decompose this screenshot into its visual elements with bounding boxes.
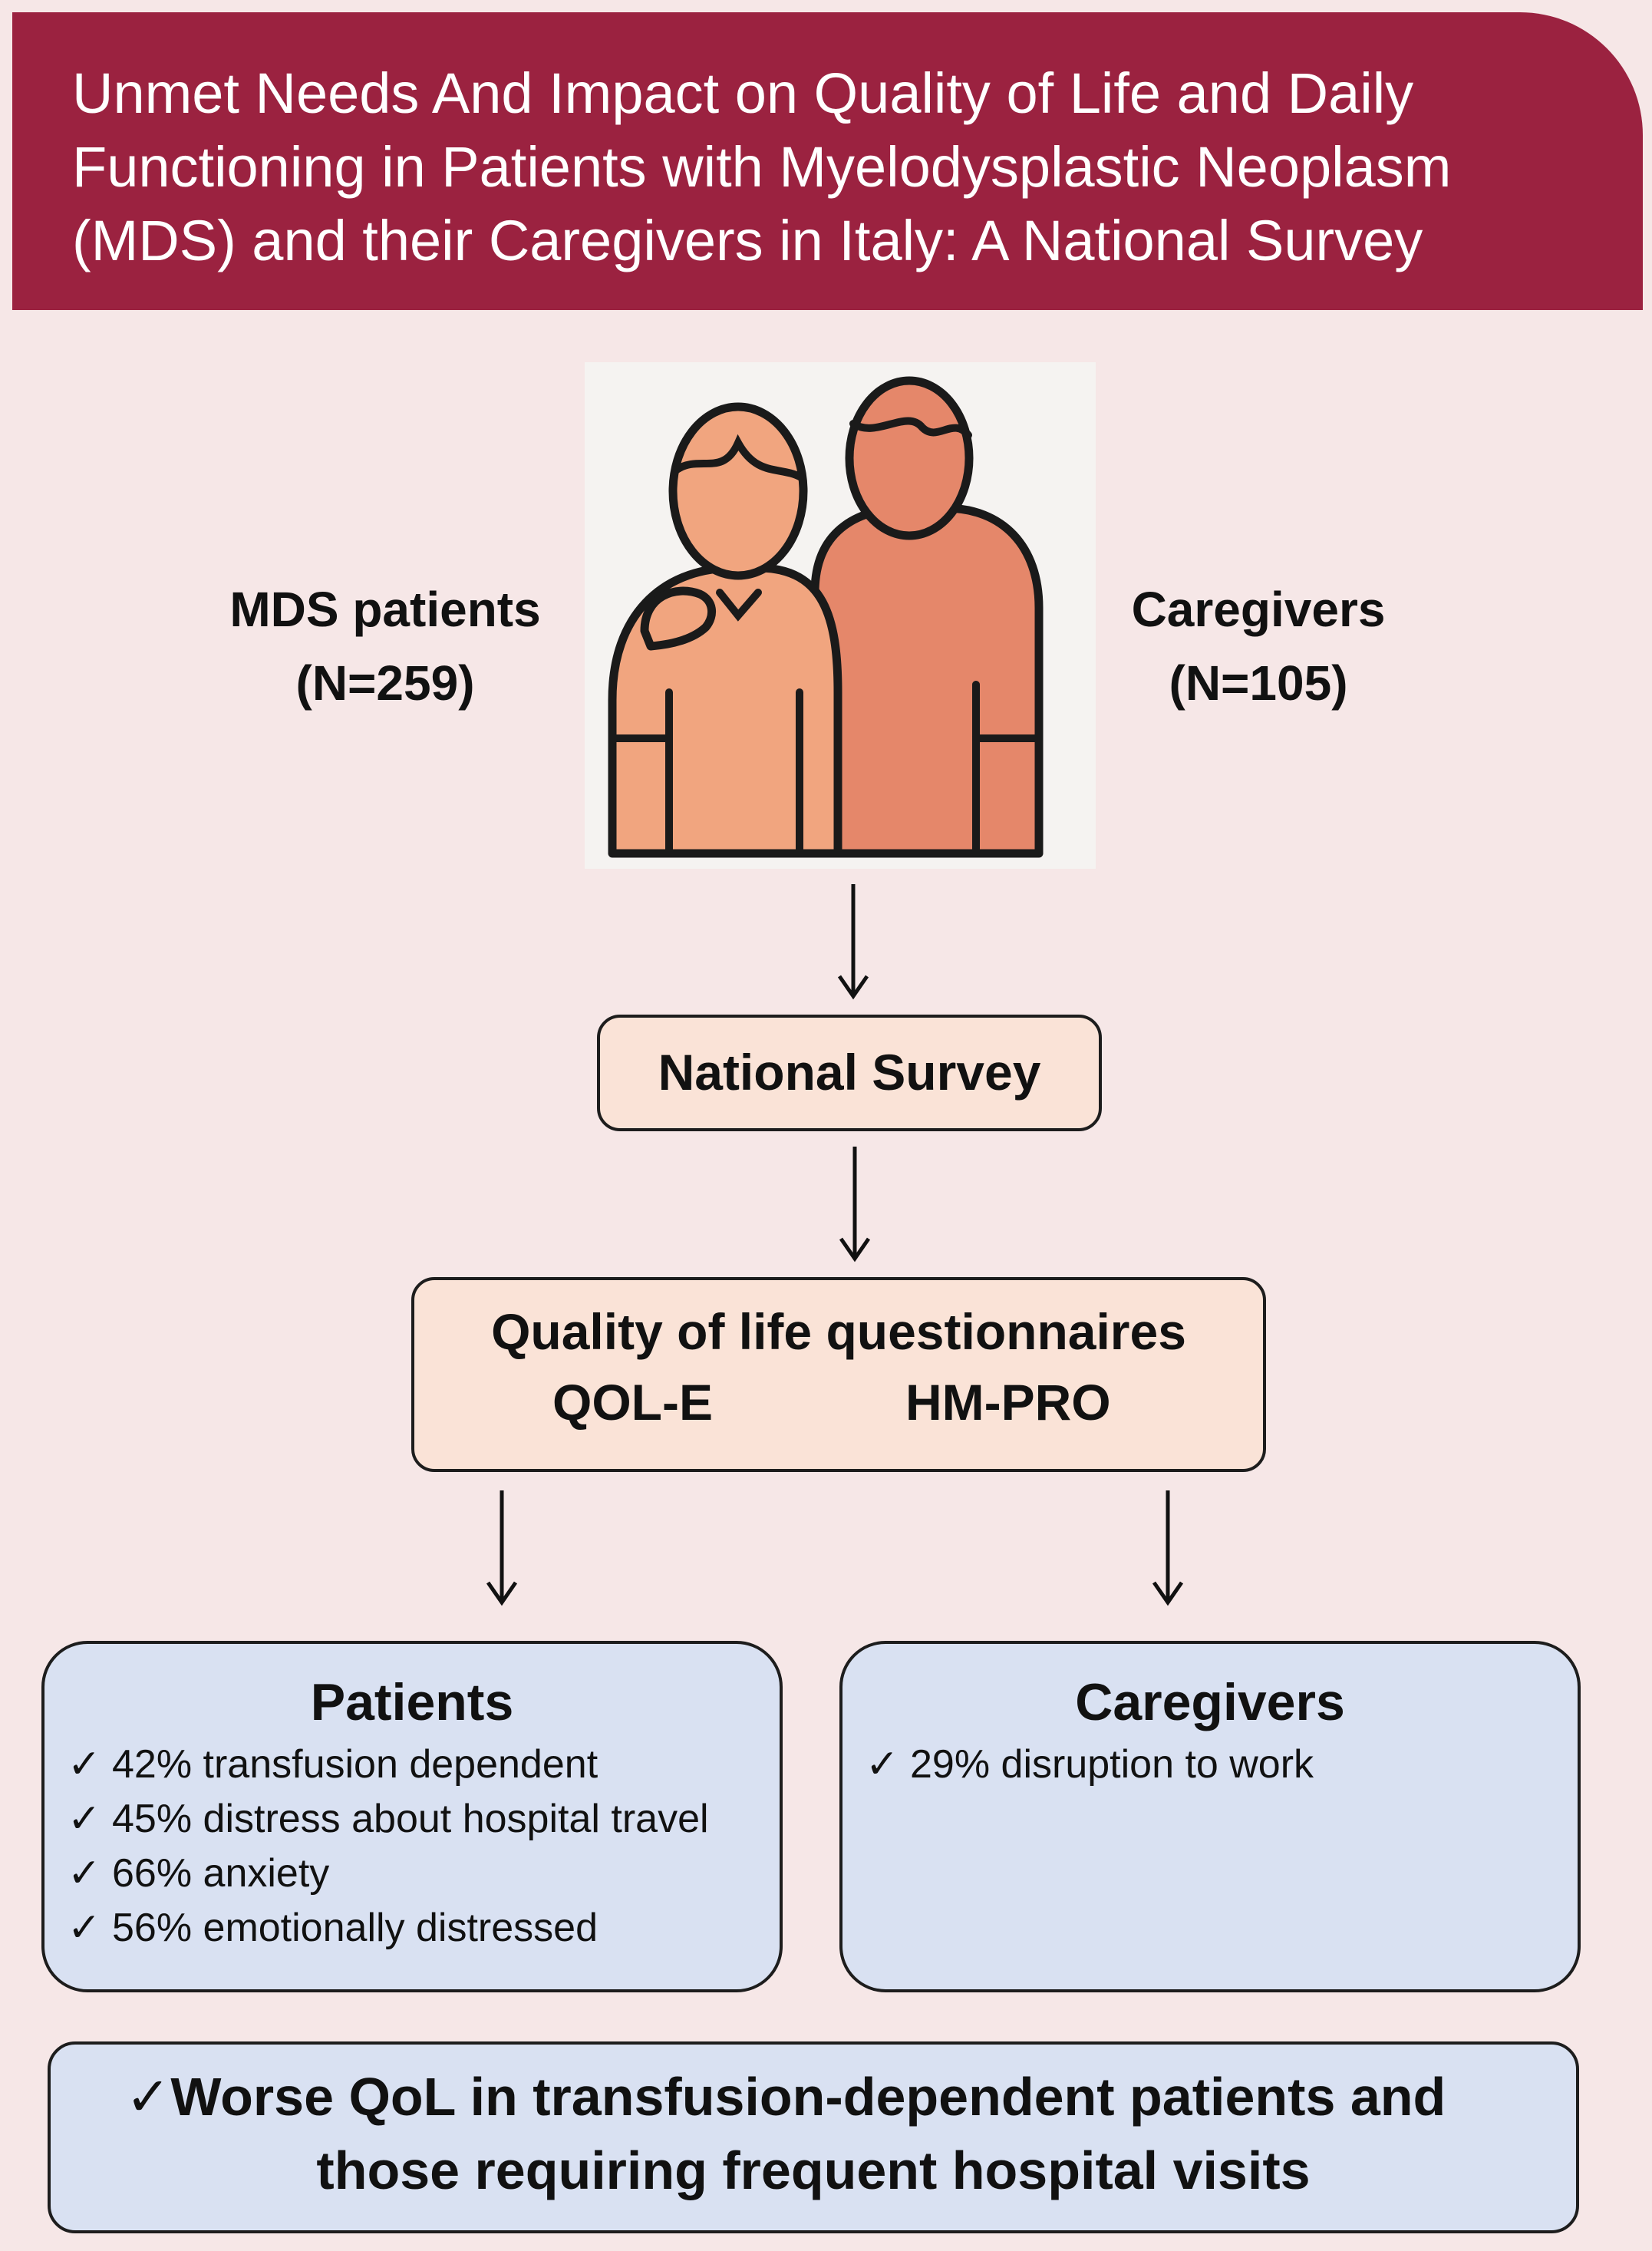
arrow-survey-to-questionnaires [839, 1147, 871, 1262]
title-line-2: Functioning in Patients with Myelodyspla… [72, 135, 1452, 199]
caregivers-outcome-heading: Caregivers [1075, 1673, 1345, 1731]
list-item: ✓45% distress about hospital travel [68, 1792, 709, 1847]
patients-outcome-list: ✓42% transfusion dependent ✓45% distress… [68, 1738, 709, 1956]
list-item: ✓42% transfusion dependent [68, 1738, 709, 1792]
questionnaires-box: Quality of life questionnaires QOL-E HM-… [411, 1277, 1266, 1472]
caregivers-group-name: Caregivers [1131, 582, 1386, 637]
patients-group-label: MDS patients (N=259) [201, 573, 569, 720]
check-icon: ✓ [68, 1742, 101, 1787]
arrow-questionnaires-to-caregivers [1152, 1490, 1184, 1606]
patients-outcome-heading: Patients [310, 1673, 514, 1731]
caregivers-group-label: Caregivers (N=105) [1097, 573, 1420, 720]
patients-group-name: MDS patients [229, 582, 541, 637]
title-banner: Unmet Needs And Impact on Quality of Lif… [12, 12, 1643, 310]
questionnaire-qol-e: QOL-E [552, 1374, 713, 1431]
check-icon: ✓ [68, 1906, 101, 1950]
national-survey-box: National Survey [597, 1015, 1102, 1131]
patients-outcome-box: Patients ✓42% transfusion dependent ✓45%… [41, 1641, 783, 1992]
conclusion-text-1: Worse QoL in transfusion-dependent patie… [170, 2067, 1446, 2127]
patient-and-caregiver-icon [585, 362, 1096, 869]
title-line-3: (MDS) and their Caregivers in Italy: A N… [72, 209, 1423, 272]
patients-outcome-item-1: 42% transfusion dependent [112, 1742, 598, 1787]
caregivers-outcome-list: ✓29% disruption to work [866, 1738, 1314, 1792]
questionnaires-title: Quality of life questionnaires [491, 1303, 1186, 1360]
patients-group-count: (N=259) [295, 655, 475, 711]
patients-outcome-item-2: 45% distress about hospital travel [112, 1797, 709, 1841]
patients-outcome-item-4: 56% emotionally distressed [112, 1906, 598, 1950]
check-icon: ✓ [68, 1797, 101, 1841]
arrow-questionnaires-to-patients [486, 1490, 518, 1606]
check-icon: ✓ [866, 1742, 899, 1787]
people-illustration [608, 376, 1044, 858]
conclusion-line-1: ✓Worse QoL in transfusion-dependent pati… [0, 2060, 1576, 2134]
caregivers-group-count: (N=105) [1169, 655, 1348, 711]
conclusion-box: ✓Worse QoL in transfusion-dependent pati… [48, 2041, 1579, 2233]
list-item: ✓66% anxiety [68, 1847, 709, 1901]
list-item: ✓56% emotionally distressed [68, 1901, 709, 1956]
caregivers-outcome-item-1: 29% disruption to work [910, 1742, 1314, 1787]
check-icon: ✓ [68, 1851, 101, 1896]
caregivers-outcome-box: Caregivers ✓29% disruption to work [839, 1641, 1581, 1992]
questionnaire-hm-pro: HM-PRO [905, 1374, 1111, 1431]
arrow-illustration-to-survey [837, 884, 869, 1000]
patients-outcome-item-3: 66% anxiety [112, 1851, 330, 1896]
conclusion-line-2: those requiring frequent hospital visits [316, 2140, 1311, 2200]
title-line-1: Unmet Needs And Impact on Quality of Lif… [72, 61, 1414, 125]
list-item: ✓29% disruption to work [866, 1738, 1314, 1792]
check-icon: ✓ [125, 2067, 171, 2127]
